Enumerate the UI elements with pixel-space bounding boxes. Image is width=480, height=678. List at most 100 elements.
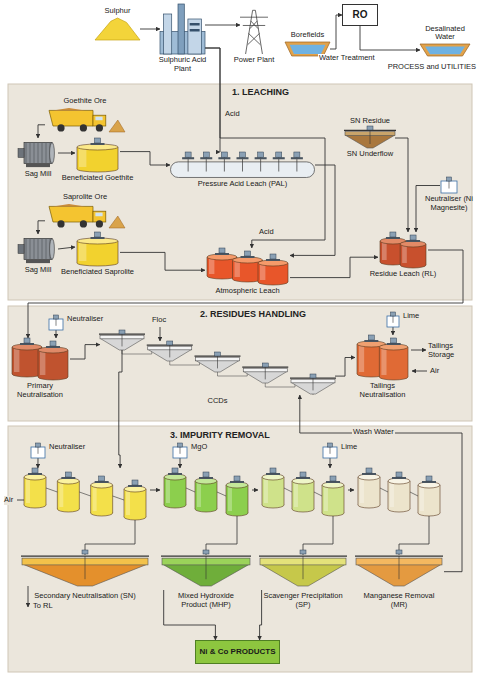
section-panel-icon [8,426,472,672]
autoclave-vessel: Pressure Acid Leach (PAL) [170,152,315,178]
material-pile: Sulphur [95,18,140,40]
node-label: Beneficiated Goethite [58,174,138,183]
neutralisation-tanks: Primary Neutralisation [10,338,70,380]
flow-arrow [70,345,100,359]
flow-label: Wash Water [352,428,395,437]
section-panel: 3. IMPURITY REMOVAL NeutraliserSecondary … [8,426,472,672]
flow-arrow [38,221,45,234]
note-label: Air [430,367,439,376]
neutralisation-tanks-icon [10,338,70,380]
flow-arrow [119,395,120,468]
ore-truck: Saprolite Ore [45,204,125,228]
reagent-tank: Neutraliser [48,316,64,330]
reagent-tank: Lime [322,444,338,458]
flow-label: Acid [224,110,241,119]
node-label: Power Plant [229,56,279,65]
flow-arrow [56,330,57,338]
leach-tanks: Residue Leach (RL) [378,232,428,268]
node-label: Sag Mill [16,266,60,275]
section-panel [8,306,472,421]
node-label: Atmospheric Leach [203,287,293,296]
node-label: CCDs [198,397,238,406]
process-train: Mixed Hydroxide Product (MHP) [160,468,252,590]
process-train-icon [258,468,348,590]
flow-arrow [260,590,262,640]
flow-arrow [330,15,342,49]
thickener: SN ResidueSN Underflow [345,128,395,148]
leach-tanks: Atmospheric Leach [205,248,290,285]
leach-tanks-icon [378,232,428,268]
flow-arrow [348,490,354,491]
node-label: Primary Neutralisation [8,382,72,399]
flow-label: Acid [258,228,275,237]
product-box: Ni & Co PRODUCTS [195,640,280,664]
flow-arrow [37,458,38,468]
node-label: Lime [341,443,357,452]
process-tank: Beneficiated Goethite [75,138,120,172]
node-label: Saprolite Ore [50,193,120,202]
node-label: SN Residue [340,117,400,126]
node-label: Beneficiated Saprolite [56,268,140,277]
process-train: Scavenger Precipitation (SP) [258,468,348,590]
flow-arrow [150,490,160,491]
node-label: Sulphuric Acid Plant [153,56,213,73]
node-label: SN Underflow [340,150,400,159]
node-label: Pressure Acid Leach (PAL) [183,180,303,189]
material-pile-icon [95,18,140,40]
node-label: Desalinated Water [417,25,473,42]
note-label: Air [4,496,13,505]
leader-arrow [412,371,427,372]
flow-arrow [360,26,420,50]
sag-mill: Sag Mill [18,234,58,264]
ore-truck-icon [45,204,125,228]
sag-mill-icon [18,138,58,168]
section-title: 3. IMPURITY REMOVAL [170,430,270,440]
flow-arrow [38,125,45,138]
node-label: Neutraliser (Ni Magnesite) [422,195,476,212]
autoclave-vessel-icon [170,152,315,178]
note-label: Floc [152,316,166,325]
flow-arrow [205,48,220,152]
sag-mill: Sag Mill [18,138,58,168]
note-label: Tailings Storage [428,342,470,359]
neutralisation-tanks: Tailings Neutralisation [355,335,410,380]
flow-arrow [120,152,170,165]
reagent-tank: Lime [386,313,400,327]
node-label: Neutraliser [67,315,103,324]
node-label: MgO [191,443,207,452]
flow-arrow [290,257,378,277]
note-label: PROCESS and UTILITIES [376,63,476,72]
reagent-tank: Neutraliser [30,444,46,458]
node-label: Ni & Co PRODUCTS [200,647,276,656]
ore-truck-icon [45,108,125,132]
sag-mill-icon [18,234,58,264]
reagent-tank: MgO [172,444,188,458]
process-train-icon [20,468,150,590]
flow-arrow [180,458,181,468]
process-train: Secondary Neutralisation (SN) [20,468,150,590]
section-panel [8,84,472,300]
node-label: Scavenger Precipitation (SP) [263,592,343,609]
section-panel [8,426,472,672]
ore-truck: Goethite Ore [45,108,125,132]
node-label: RO [353,9,368,21]
reagent-tank: Neutraliser (Ni Magnesite) [440,178,458,193]
reagent-tank-icon [30,444,46,458]
node-label: Goethite Ore [50,97,120,106]
leader-arrow [28,586,29,607]
node-label: Sag Mill [16,170,60,179]
leader-arrow [411,350,426,351]
flow-arrow [205,48,325,248]
node-label: Secondary Neutralisation (SN) [21,592,149,601]
process-tank: Beneficiated Saprolite [75,232,120,266]
flow-arrow [395,138,408,232]
ccd-thickeners: CCDs [100,332,335,395]
process-train-icon [160,468,252,590]
flow-arrow [252,490,258,491]
leach-tanks-icon [205,248,290,285]
node-label: Neutraliser [49,443,85,452]
section-title: 2. RESIDUES HANDLING [200,309,306,319]
flow-arrow [330,458,331,468]
node-label: Residue Leach (RL) [368,270,438,279]
flow-arrow [300,395,462,572]
